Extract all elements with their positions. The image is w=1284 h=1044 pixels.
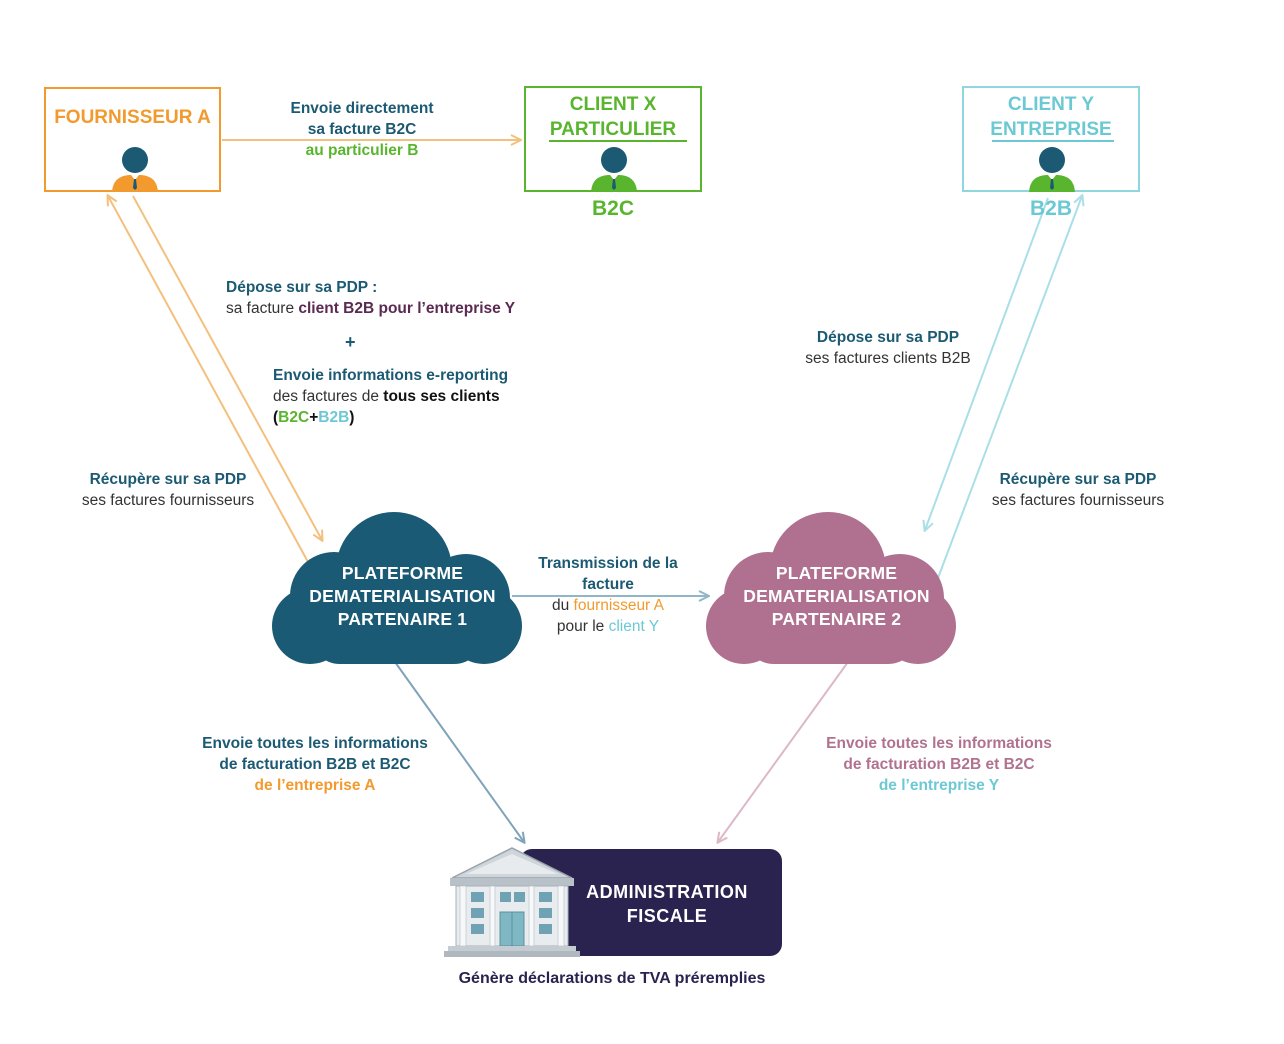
b2c-line2: sa facture B2C xyxy=(307,121,417,138)
ereporting-line2a: des factures de xyxy=(273,388,384,405)
cloud-2-line3: PARTENAIRE 2 xyxy=(771,609,902,629)
client-y-subtitle: ENTREPRISE xyxy=(990,119,1112,140)
ereporting-line1: Envoie informations e-reporting xyxy=(273,367,509,384)
depose-a-line1: Dépose sur sa PDP : xyxy=(226,279,378,296)
client-y-title: CLIENT Y xyxy=(1007,94,1095,115)
client-x-underline xyxy=(549,140,687,142)
recupere-y-line1: Récupère sur sa PDP xyxy=(999,471,1157,488)
envoie-2-line2: de facturation B2B et B2C xyxy=(843,756,1035,773)
client-y-underline xyxy=(992,140,1114,142)
cloud-2-shape xyxy=(706,512,956,664)
fournisseur-title: FOURNISSEUR A xyxy=(54,107,211,128)
recupere-y-label: Récupère sur sa PDP ses factures fournis… xyxy=(972,469,1184,511)
arrow-recupere-a xyxy=(108,196,309,563)
client-y-box: CLIENT Y ENTREPRISE xyxy=(962,86,1140,192)
ereporting-paren-open: ( xyxy=(273,409,279,426)
depose-a-line2b: client B2B pour l’entreprise Y xyxy=(298,300,516,317)
depose-y-line2: ses factures clients B2B xyxy=(805,350,971,367)
admin-line1: ADMINISTRATION xyxy=(586,882,748,902)
depose-a-line2a: sa facture xyxy=(226,300,299,317)
recupere-a-label: Récupère sur sa PDP ses factures fournis… xyxy=(62,469,274,511)
depose-y-label: Dépose sur sa PDP ses factures clients B… xyxy=(788,327,988,369)
footer-caption: Génère déclarations de TVA préremplies xyxy=(458,970,766,987)
envoie-2-label: Envoie toutes les informations de factur… xyxy=(796,733,1082,796)
ereporting-label: Envoie informations e-reporting des fact… xyxy=(273,365,573,428)
envoie-2-line1: Envoie toutes les informations xyxy=(826,735,1052,752)
arrow-cloud1-admin xyxy=(394,661,524,842)
envoie-2-line3: de l’entreprise Y xyxy=(878,777,1000,794)
fournisseur-box: FOURNISSEUR A xyxy=(44,87,221,192)
recupere-y-line2: ses factures fournisseurs xyxy=(991,492,1165,509)
arrow-cloud2-admin xyxy=(718,661,849,842)
admin-label: ADMINISTRATION FISCALE xyxy=(572,880,762,928)
cloud-1-line1: PLATEFORME xyxy=(341,563,464,583)
transmission-label: Transmission de la facture du fournisseu… xyxy=(517,553,699,637)
person-icon xyxy=(591,147,637,192)
client-x-title: CLIENT X xyxy=(569,94,657,115)
client-x-subtitle: PARTICULIER xyxy=(549,119,677,140)
envoie-1-label: Envoie toutes les informations de factur… xyxy=(172,733,458,796)
cloud-1-label: PLATEFORME DEMATERIALISATION PARTENAIRE … xyxy=(270,562,535,631)
transmission-line1: Transmission de la xyxy=(538,555,678,572)
depose-a-label: Dépose sur sa PDP : sa facture client B2… xyxy=(226,277,566,319)
envoie-1-line3: de l’entreprise A xyxy=(254,777,376,794)
transmission-line4a: pour le xyxy=(556,618,609,635)
arrow-depose-a xyxy=(132,195,322,540)
cloud-1-shape xyxy=(272,512,522,664)
cloud-1-line3: PARTENAIRE 1 xyxy=(337,609,468,629)
envoie-1-line2: de facturation B2B et B2C xyxy=(219,756,411,773)
transmission-line4b: client Y xyxy=(608,618,660,635)
ereporting-plus: + xyxy=(309,409,319,426)
transmission-line3a: du xyxy=(551,597,574,614)
building-icon xyxy=(444,847,580,957)
person-icon xyxy=(1029,147,1075,192)
cloud-2-label: PLATEFORME DEMATERIALISATION PARTENAIRE … xyxy=(704,562,969,631)
recupere-a-line1: Récupère sur sa PDP xyxy=(89,471,247,488)
arrow-depose-y xyxy=(925,197,1049,530)
client-y-tag: B2B xyxy=(1029,197,1072,220)
transmission-line3b: fournisseur A xyxy=(573,597,665,614)
cloud-2-line1: PLATEFORME xyxy=(775,563,898,583)
admin-line2: FISCALE xyxy=(626,906,708,926)
transmission-line2: facture xyxy=(582,576,634,593)
depose-y-line1: Dépose sur sa PDP xyxy=(816,329,960,346)
b2c-line3: au particulier B xyxy=(305,142,419,159)
client-x-tag: B2C xyxy=(591,197,634,220)
ereporting-paren-close: ) xyxy=(349,409,355,426)
cloud-2-line2: DEMATERIALISATION xyxy=(743,586,930,606)
person-icon xyxy=(112,147,158,192)
b2c-direct-label: Envoie directement sa facture B2C au par… xyxy=(262,98,462,161)
ereporting-line2b: tous ses clients xyxy=(383,388,500,405)
cloud-1-line2: DEMATERIALISATION xyxy=(309,586,496,606)
arrow-recupere-y xyxy=(937,196,1082,579)
envoie-1-line1: Envoie toutes les informations xyxy=(202,735,428,752)
client-x-box: CLIENT X PARTICULIER xyxy=(524,86,702,192)
ereporting-b2b: B2B xyxy=(318,409,350,426)
plus-sign: + xyxy=(345,332,356,352)
ereporting-b2c: B2C xyxy=(278,409,310,426)
recupere-a-line2: ses factures fournisseurs xyxy=(81,492,255,509)
b2c-line1: Envoie directement xyxy=(290,100,434,117)
